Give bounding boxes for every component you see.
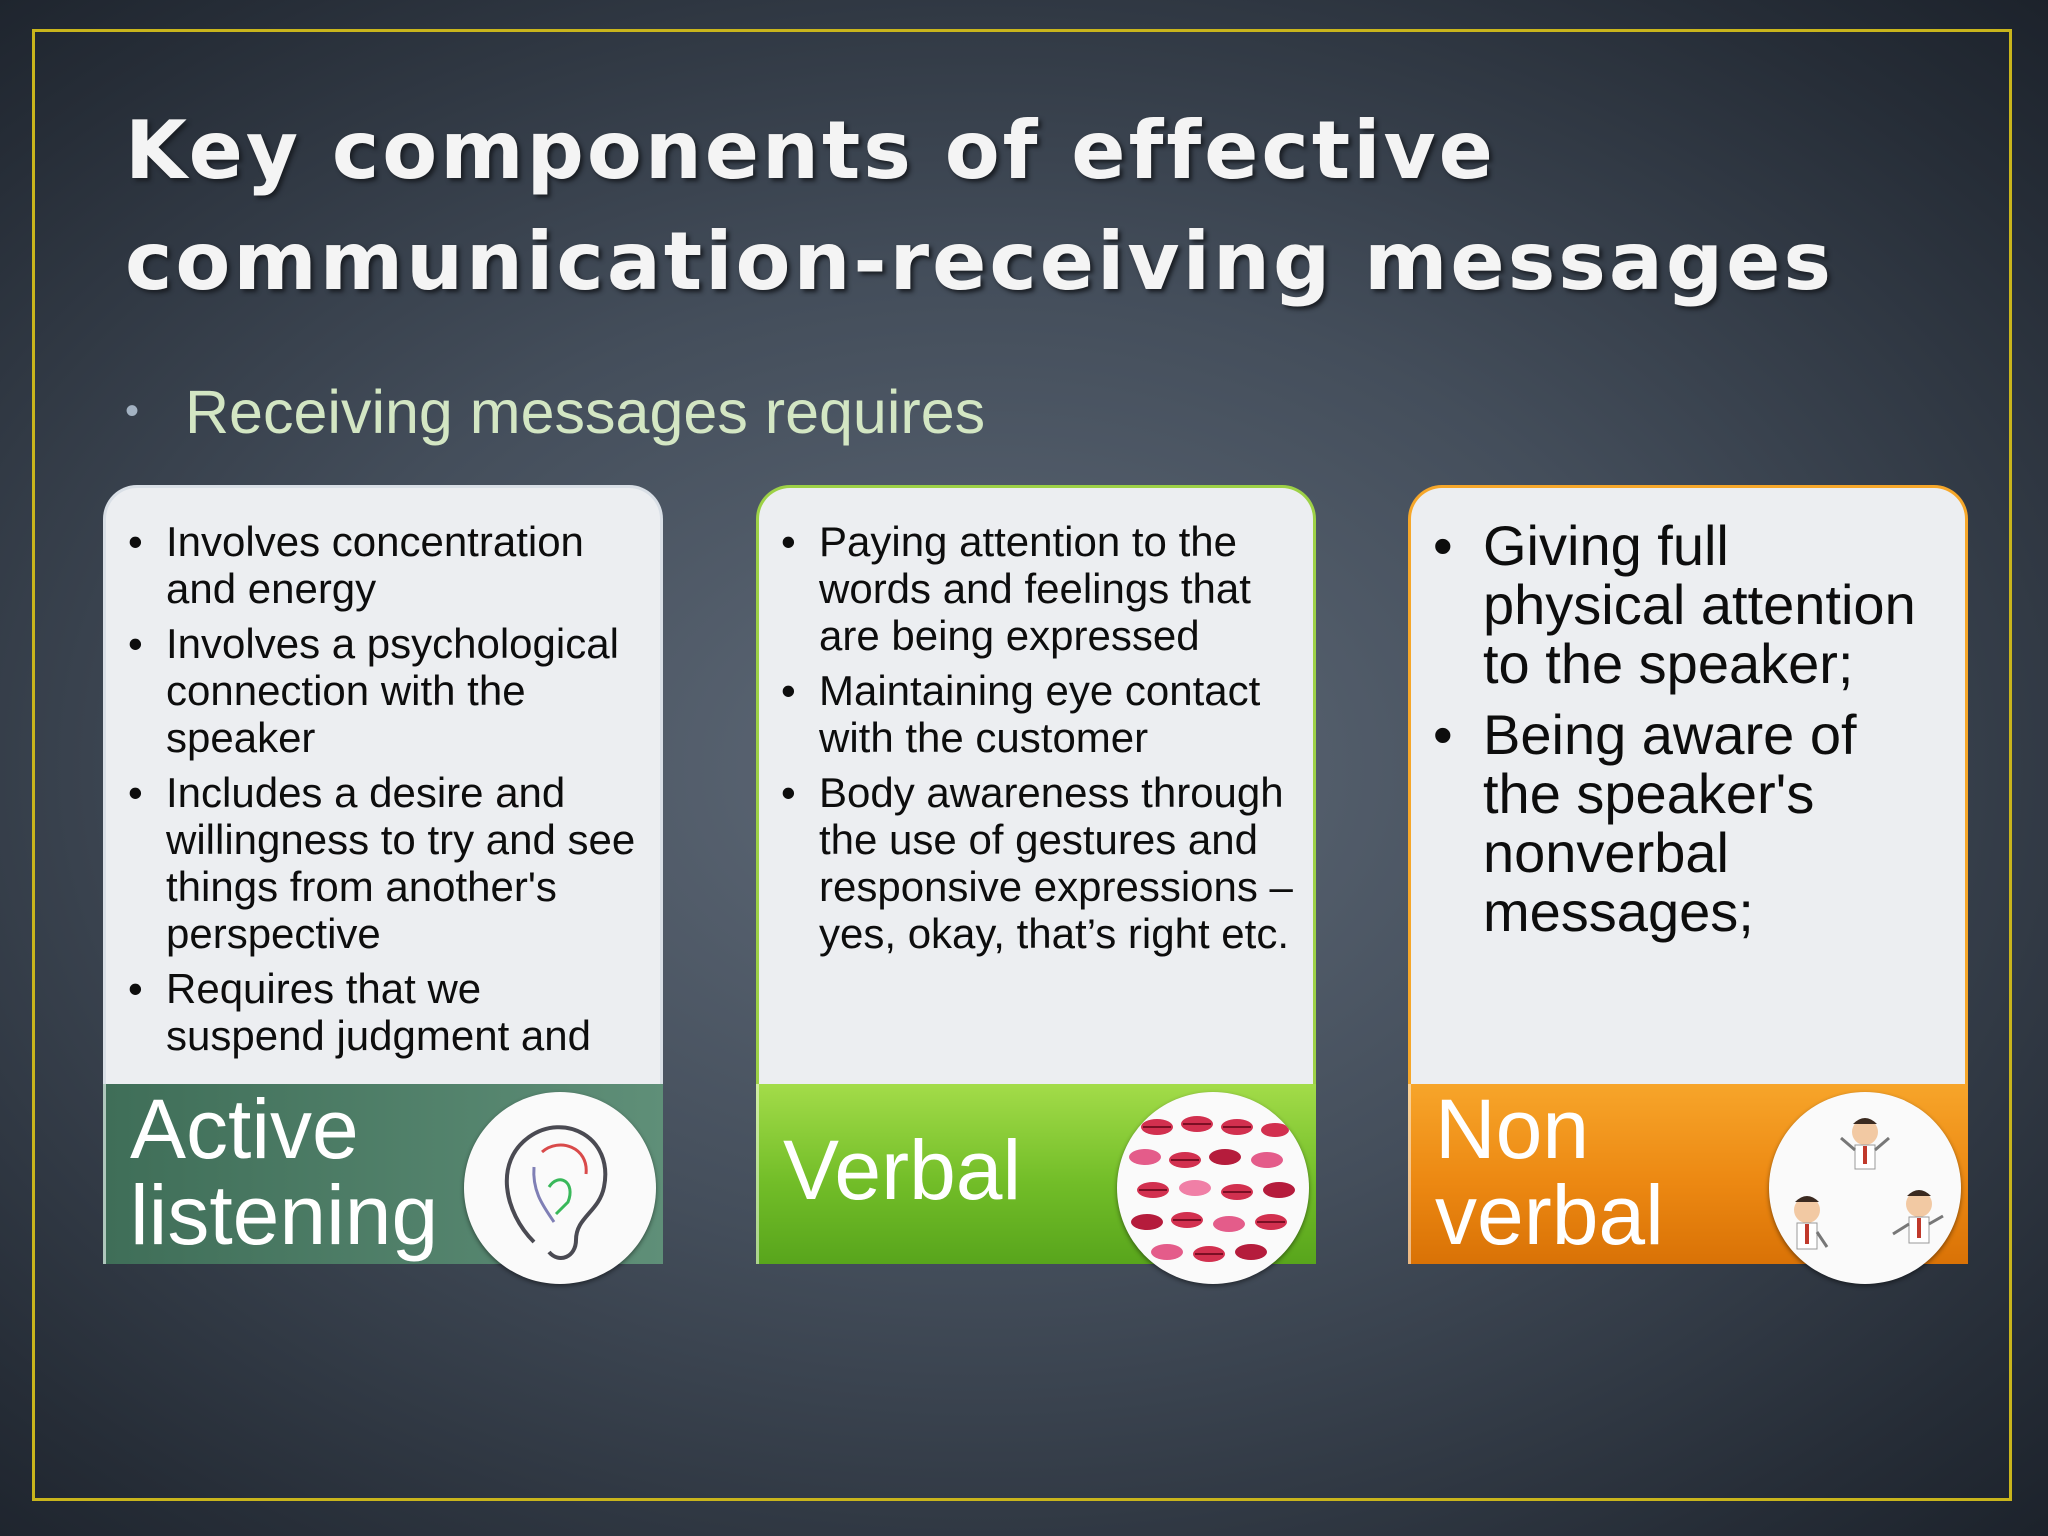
bullet-item: Requires that we suspend judgment and — [126, 965, 640, 1059]
bullet-item: Involves concentration and energy — [126, 518, 640, 612]
bullet-item: Being aware of the speaker's nonverbal m… — [1431, 705, 1945, 941]
card-label: Active listening — [130, 1086, 460, 1258]
bullet-list: Involves concentration and energy Involv… — [126, 518, 640, 1059]
card-label: Non verbal — [1435, 1086, 1765, 1258]
card-label-bar: Verbal — [756, 1084, 1316, 1284]
card-body: Involves concentration and energy Involv… — [103, 485, 663, 1085]
card-label-line: Non — [1435, 1082, 1590, 1176]
card-label-line: Verbal — [783, 1123, 1022, 1217]
slide-border — [32, 29, 2012, 1501]
card-label-line: listening — [130, 1168, 439, 1262]
slide-title: Key components of effective communicatio… — [125, 95, 1945, 317]
card-nonverbal: Giving full physical attention to the sp… — [1408, 485, 1968, 1284]
bullet-item: Includes a desire and willingness to try… — [126, 769, 640, 957]
card-body: Paying attention to the words and feelin… — [756, 485, 1316, 1085]
slide-title-line: communication-receiving messages — [125, 215, 1835, 308]
bullet-list: Giving full physical attention to the sp… — [1431, 516, 1945, 941]
subtitle-text: Receiving messages requires — [185, 378, 986, 446]
card-label-line: Active — [130, 1082, 359, 1176]
bullet-marker: • — [125, 388, 140, 433]
card-label-bar: Active listening — [103, 1084, 663, 1284]
bullet-list: Paying attention to the words and feelin… — [779, 518, 1293, 957]
people-gestures-icon — [1769, 1092, 1961, 1284]
card-label: Verbal — [783, 1127, 1113, 1213]
subtitle: • Receiving messages requires — [125, 372, 985, 457]
bullet-item: Body awareness through the use of gestur… — [779, 769, 1293, 957]
slide-title-line: Key components of effective — [125, 104, 1496, 197]
card-verbal: Paying attention to the words and feelin… — [756, 485, 1316, 1284]
bullet-item: Involves a psychological connection with… — [126, 620, 640, 761]
bullet-item: Giving full physical attention to the sp… — [1431, 516, 1945, 693]
card-label-line: verbal — [1435, 1168, 1664, 1262]
ear-icon — [464, 1092, 656, 1284]
bullet-item: Maintaining eye contact with the custome… — [779, 667, 1293, 761]
card-label-bar: Non verbal — [1408, 1084, 1968, 1284]
bullet-item: Paying attention to the words and feelin… — [779, 518, 1293, 659]
lips-icon — [1117, 1092, 1309, 1284]
card-body: Giving full physical attention to the sp… — [1408, 485, 1968, 1085]
card-active-listening: Involves concentration and energy Involv… — [103, 485, 663, 1284]
